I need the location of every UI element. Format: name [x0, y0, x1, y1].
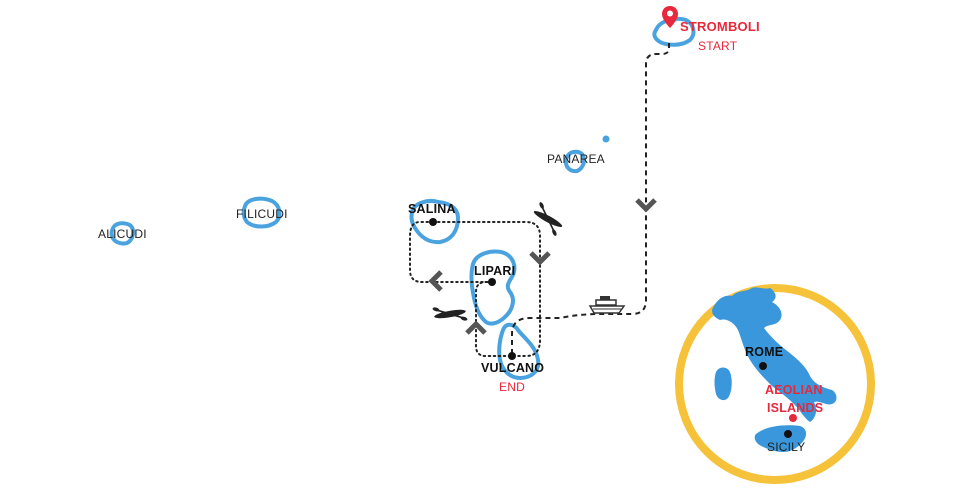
location-pin-icon: [662, 6, 678, 28]
stop-marker-lipari: [488, 278, 496, 286]
label-sicily: SICILY: [767, 440, 806, 454]
label-end: END: [499, 380, 525, 394]
ferry-route: [511, 43, 670, 355]
sicily-shape: [754, 425, 807, 452]
sicily-marker: [784, 430, 792, 438]
islet-basiluzzo: [602, 135, 610, 143]
chevron-icon: [465, 320, 487, 335]
stop-marker-salina: [429, 218, 437, 226]
label-aeolian-line1: AEOLIAN: [765, 383, 823, 397]
chevron-icon: [635, 198, 657, 213]
island-lipari: [469, 249, 517, 326]
chevron-icon: [529, 251, 551, 266]
island-vulcano: [497, 322, 541, 380]
label-salina: SALINA: [408, 202, 456, 216]
island-alicudi: [109, 221, 136, 246]
kayak-route-salina-lipari: [409, 221, 493, 283]
italy-shape: [712, 287, 837, 422]
label-stromboli: STROMBOLI: [680, 19, 760, 34]
island-filicudi: [241, 196, 282, 229]
ferry-icon: [588, 296, 626, 314]
label-rome: ROME: [745, 345, 784, 359]
label-aeolian-line2: ISLANDS: [767, 401, 824, 415]
kayak-icon: [432, 307, 468, 321]
sardinia-shape: [714, 367, 732, 401]
label-panarea: PANAREA: [547, 152, 605, 166]
label-lipari: LIPARI: [474, 264, 516, 278]
rome-marker: [759, 362, 767, 370]
label-vulcano: VULCANO: [481, 361, 545, 375]
aeolian-marker: [789, 414, 797, 422]
kayak-icon: [533, 202, 563, 236]
island-panarea: [563, 149, 587, 174]
label-start: START: [698, 39, 738, 53]
kayak-route-lipari-vulcano: [475, 281, 513, 357]
stop-marker-vulcano: [508, 352, 516, 360]
label-filicudi: FILICUDI: [236, 207, 288, 221]
label-alicudi: ALICUDI: [98, 227, 147, 241]
chevron-icon: [428, 270, 443, 292]
